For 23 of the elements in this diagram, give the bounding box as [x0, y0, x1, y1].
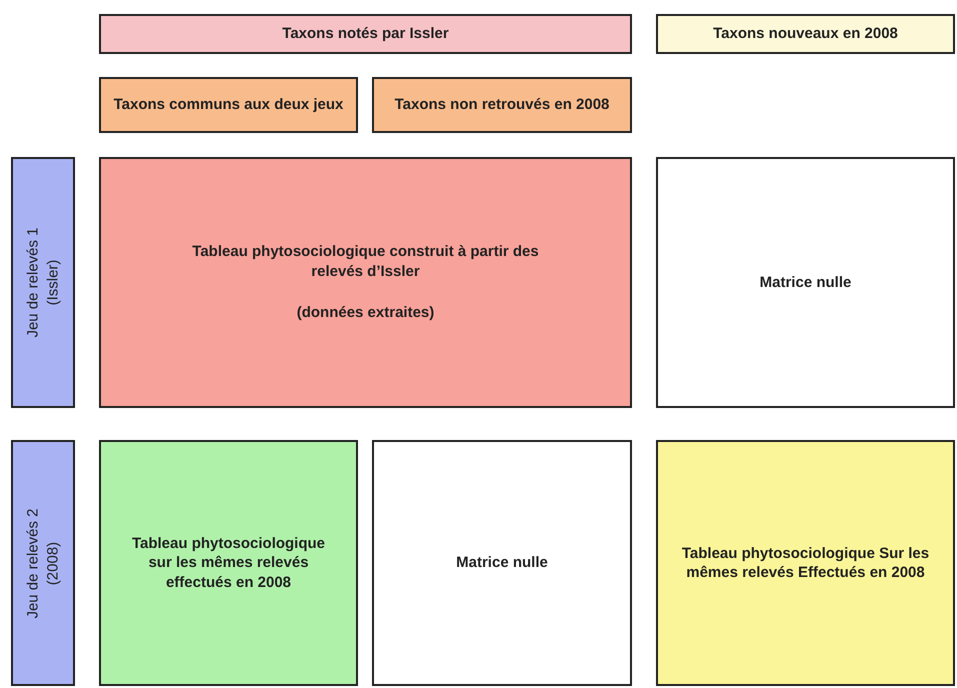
- box-text: Tableau phytosociologique Sur les mêmes relevés Effectués en 2008: [680, 544, 930, 582]
- box-text: Matrice nulle: [455, 553, 549, 573]
- header-box: [372, 77, 632, 133]
- box-text: Taxons nouveaux en 2008: [712, 24, 899, 44]
- box-text: Tableau phytosociologique construit à partir des relevés d’Issler: [191, 242, 540, 282]
- header-box: [656, 14, 955, 54]
- box-text: Taxons non retrouvés en 2008: [394, 95, 610, 115]
- matrix-box: [656, 157, 955, 408]
- row-label-bar: [11, 440, 75, 686]
- row-label-bar: [11, 157, 75, 408]
- box-text: Tableau phytosociologique sur les mêmes relevés effectués en 2008: [130, 534, 326, 592]
- matrix-box: [372, 440, 632, 686]
- box-text: Matrice nulle: [758, 272, 852, 292]
- matrix-box: [99, 440, 358, 686]
- header-box: [99, 14, 632, 54]
- row-label: Jeu de relevés 2 (2008): [24, 506, 62, 620]
- box-text: (données extraites): [296, 303, 436, 323]
- matrix-box: [99, 157, 632, 408]
- row-label: Jeu de relevés 1 (Issler): [24, 226, 62, 340]
- header-box: [99, 77, 358, 133]
- box-text: Taxons communs aux deux jeux: [114, 95, 344, 115]
- box-text: Taxons notés par Issler: [281, 24, 450, 44]
- matrix-box: [656, 440, 955, 686]
